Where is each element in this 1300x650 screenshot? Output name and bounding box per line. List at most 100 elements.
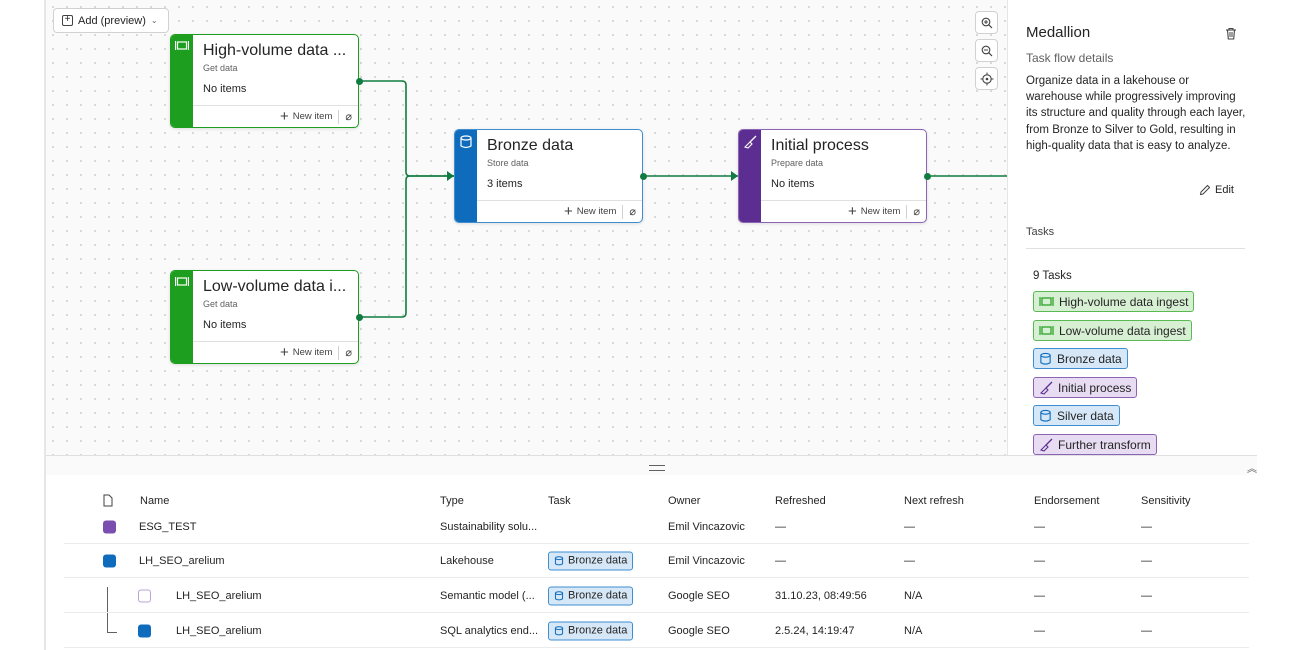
workspace-item-list: Name Type Task Owner Refreshed Next refr…	[46, 475, 1257, 650]
tasks-count: 9 Tasks	[1033, 270, 1072, 282]
column-header-sensitivity[interactable]: Sensitivity	[1141, 495, 1191, 507]
row-sensitivity: —	[1141, 624, 1152, 637]
attach-icon[interactable]: ⌀	[629, 206, 636, 218]
row-refreshed: 2.5.24, 14:19:47	[775, 624, 855, 637]
new-item-button[interactable]: +New item	[280, 109, 332, 124]
database-icon	[1040, 352, 1051, 365]
card-strip	[171, 35, 193, 127]
column-header-next-refresh[interactable]: Next refresh	[904, 495, 964, 507]
column-header-refreshed[interactable]: Refreshed	[775, 495, 826, 507]
output-port[interactable]	[640, 173, 647, 180]
broom-icon	[1039, 381, 1053, 395]
row-name[interactable]: LH_SEO_arelium	[176, 624, 262, 637]
task-chip-silver-data[interactable]: Silver data	[1033, 405, 1120, 426]
delete-button[interactable]	[1225, 27, 1237, 43]
column-header-owner[interactable]: Owner	[668, 495, 701, 507]
column-header-type[interactable]: Type	[440, 495, 464, 507]
task-chip-label: Silver data	[1057, 408, 1114, 423]
task-chip-label: High-volume data ingest	[1059, 294, 1189, 309]
task-card-initial-process[interactable]: Initial process Prepare data No items +N…	[738, 129, 927, 223]
new-item-label: New item	[576, 206, 617, 217]
row-task-chip[interactable]: Bronze data	[548, 621, 634, 640]
task-chip-high-volume[interactable]: High-volume data ingest	[1033, 291, 1195, 312]
drag-handle-icon[interactable]	[649, 465, 665, 471]
file-type-icon	[103, 494, 113, 507]
row-endorsement: —	[1034, 520, 1045, 533]
card-strip	[171, 271, 193, 363]
edit-label: Edit	[1215, 184, 1234, 196]
trash-icon	[1226, 28, 1236, 40]
row-type: Sustainability solu...	[440, 520, 538, 533]
task-chip-initial-process[interactable]: Initial process	[1033, 377, 1138, 398]
task-flow-details-panel: Medallion Task flow details Organize dat…	[1007, 0, 1257, 455]
card-title: Low-volume data i...	[203, 278, 347, 295]
new-item-button[interactable]: +New item	[564, 204, 617, 219]
zoom-in-icon	[981, 17, 992, 28]
row-endorsement: —	[1034, 589, 1045, 602]
plus-box-icon: +	[62, 15, 73, 26]
card-item-count: No items	[771, 178, 815, 190]
task-chip-further-transform[interactable]: Further transform	[1033, 434, 1157, 455]
row-owner: Google SEO	[668, 624, 730, 637]
row-task-chip[interactable]: Bronze data	[548, 586, 634, 605]
add-preview-button[interactable]: + Add (preview) ⌄	[53, 8, 169, 33]
tree-line	[107, 632, 117, 633]
card-strip	[739, 130, 761, 222]
card-footer: +New item ⌀	[193, 341, 358, 363]
plus-icon: +	[280, 343, 289, 361]
task-chip-label: Bronze data	[568, 589, 628, 602]
task-chip-bronze-data[interactable]: Bronze data	[1033, 348, 1128, 369]
row-next-refresh: N/A	[904, 589, 923, 602]
row-type: Semantic model (...	[440, 589, 535, 602]
task-card-bronze-data[interactable]: Bronze data Store data 3 items +New item…	[454, 129, 643, 223]
task-chip-low-volume[interactable]: Low-volume data ingest	[1033, 320, 1192, 341]
right-margin	[1257, 0, 1300, 650]
attach-icon[interactable]: ⌀	[913, 206, 920, 218]
row-name[interactable]: ESG_TEST	[139, 520, 197, 533]
plus-icon: +	[848, 202, 857, 220]
row-endorsement: —	[1034, 554, 1045, 567]
row-type: SQL analytics end...	[440, 624, 539, 637]
column-header-name[interactable]: Name	[140, 495, 170, 507]
pipeline-icon	[175, 41, 189, 50]
row-name[interactable]: LH_SEO_arelium	[139, 554, 225, 567]
task-flow-canvas[interactable]: + Add (preview) ⌄ High-volume data ... G…	[46, 0, 1007, 455]
zoom-in-button[interactable]	[975, 11, 998, 34]
zoom-out-icon	[981, 45, 992, 56]
output-port[interactable]	[356, 78, 363, 85]
card-subtitle: Get data	[203, 63, 238, 73]
new-item-button[interactable]: +New item	[280, 343, 332, 361]
panel-title: Medallion	[1026, 24, 1091, 41]
table-row[interactable]: LH_SEO_arelium Lakehouse Bronze data Emi…	[64, 544, 1249, 578]
zoom-out-button[interactable]	[975, 39, 998, 62]
attach-icon[interactable]: ⌀	[345, 111, 352, 123]
table-row[interactable]: ESG_TEST Sustainability solu... Emil Vin…	[64, 510, 1249, 544]
card-subtitle: Get data	[203, 299, 238, 309]
row-owner: Emil Vincazovic	[668, 554, 745, 567]
output-port[interactable]	[356, 314, 363, 321]
fit-view-button[interactable]	[975, 67, 998, 90]
task-chip-label: Low-volume data ingest	[1059, 323, 1186, 338]
arrow-into-bronze	[447, 171, 454, 181]
card-footer: +New item ⌀	[477, 200, 642, 222]
pane-splitter[interactable]	[46, 455, 1257, 475]
new-item-button[interactable]: +New item	[848, 202, 900, 220]
collapse-chevron-up-icon[interactable]: ︽	[1247, 464, 1257, 475]
edit-button[interactable]: Edit	[1199, 184, 1234, 196]
table-row[interactable]: LH_SEO_arelium Semantic model (... Bronz…	[64, 579, 1249, 613]
database-icon	[554, 590, 564, 600]
panel-description: Organize data in a lakehouse or warehous…	[1026, 75, 1246, 152]
attach-icon[interactable]: ⌀	[345, 347, 352, 359]
output-port[interactable]	[924, 173, 931, 180]
row-name[interactable]: LH_SEO_arelium	[176, 589, 262, 602]
footer-divider	[622, 204, 624, 219]
pipeline-icon	[175, 277, 189, 286]
table-row[interactable]: LH_SEO_arelium SQL analytics end... Bron…	[64, 614, 1249, 648]
row-task-chip[interactable]: Bronze data	[548, 551, 634, 570]
task-card-high-volume[interactable]: High-volume data ... Get data No items +…	[170, 34, 359, 128]
column-header-endorsement[interactable]: Endorsement	[1034, 495, 1100, 507]
task-card-low-volume[interactable]: Low-volume data i... Get data No items +…	[170, 270, 359, 364]
footer-divider	[906, 204, 908, 219]
task-chip-label: Initial process	[1058, 380, 1132, 395]
column-header-task[interactable]: Task	[548, 495, 571, 507]
